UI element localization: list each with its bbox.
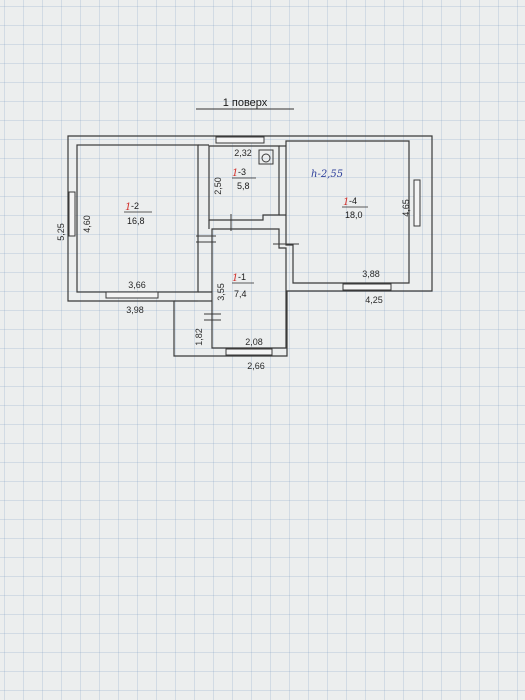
dim-5-25: 5,25 xyxy=(56,223,66,241)
room-1-mark: 1 xyxy=(232,273,238,284)
window-room1-bottom xyxy=(225,348,273,356)
room-3-number: -3 xyxy=(238,167,246,177)
dim-3-98: 3,98 xyxy=(126,305,144,315)
room-4-label: 1 -4 18,0 xyxy=(342,196,368,220)
dimension-labels: 5,25 4,60 3,66 3,98 2,32 2,50 4,65 3,88 … xyxy=(56,148,411,371)
room-1-walls xyxy=(211,228,287,349)
room-2-area: 16,8 xyxy=(127,216,145,226)
dim-2-32: 2,32 xyxy=(234,148,252,158)
room-4-number: -4 xyxy=(349,196,357,206)
dim-2-50: 2,50 xyxy=(213,177,223,195)
window-room2-bottom xyxy=(105,291,159,299)
room-3-mark: 1 xyxy=(232,168,238,179)
plan-title: 1 поверх xyxy=(223,97,268,109)
dim-3-66: 3,66 xyxy=(128,280,146,290)
room-4-walls xyxy=(285,140,410,284)
room-2-number: -2 xyxy=(131,201,139,211)
room-1-label: 1 -1 7,4 xyxy=(232,272,254,299)
dim-4-65: 4,65 xyxy=(401,199,411,217)
outer-wall xyxy=(67,135,433,357)
toilet-icon xyxy=(258,149,274,165)
window-room4-bottom xyxy=(342,283,392,291)
room-1-area: 7,4 xyxy=(234,289,247,299)
dim-4-25: 4,25 xyxy=(365,295,383,305)
room-3-area: 5,8 xyxy=(237,181,250,191)
room-1-number: -1 xyxy=(238,272,246,282)
dim-1-82: 1,82 xyxy=(194,328,204,346)
room-2-label: 1 -2 16,8 xyxy=(124,201,152,226)
dim-4-60: 4,60 xyxy=(82,215,92,233)
dim-2-08: 2,08 xyxy=(245,337,263,347)
door-marks xyxy=(196,214,299,321)
room-4-area: 18,0 xyxy=(345,210,363,220)
room-4-mark: 1 xyxy=(343,197,349,208)
walls xyxy=(67,135,433,357)
room-2-mark: 1 xyxy=(125,202,131,213)
window-left xyxy=(68,191,76,237)
dim-3-88: 3,88 xyxy=(362,269,380,279)
dim-2-66: 2,66 xyxy=(247,361,265,371)
room-3-label: 1 -3 5,8 xyxy=(232,167,256,191)
window-room3-top xyxy=(215,136,265,144)
dim-3-55: 3,55 xyxy=(216,283,226,301)
window-room4-right xyxy=(413,179,421,227)
handwritten-height-note: h-2,55 xyxy=(311,169,343,180)
windows xyxy=(68,136,421,356)
